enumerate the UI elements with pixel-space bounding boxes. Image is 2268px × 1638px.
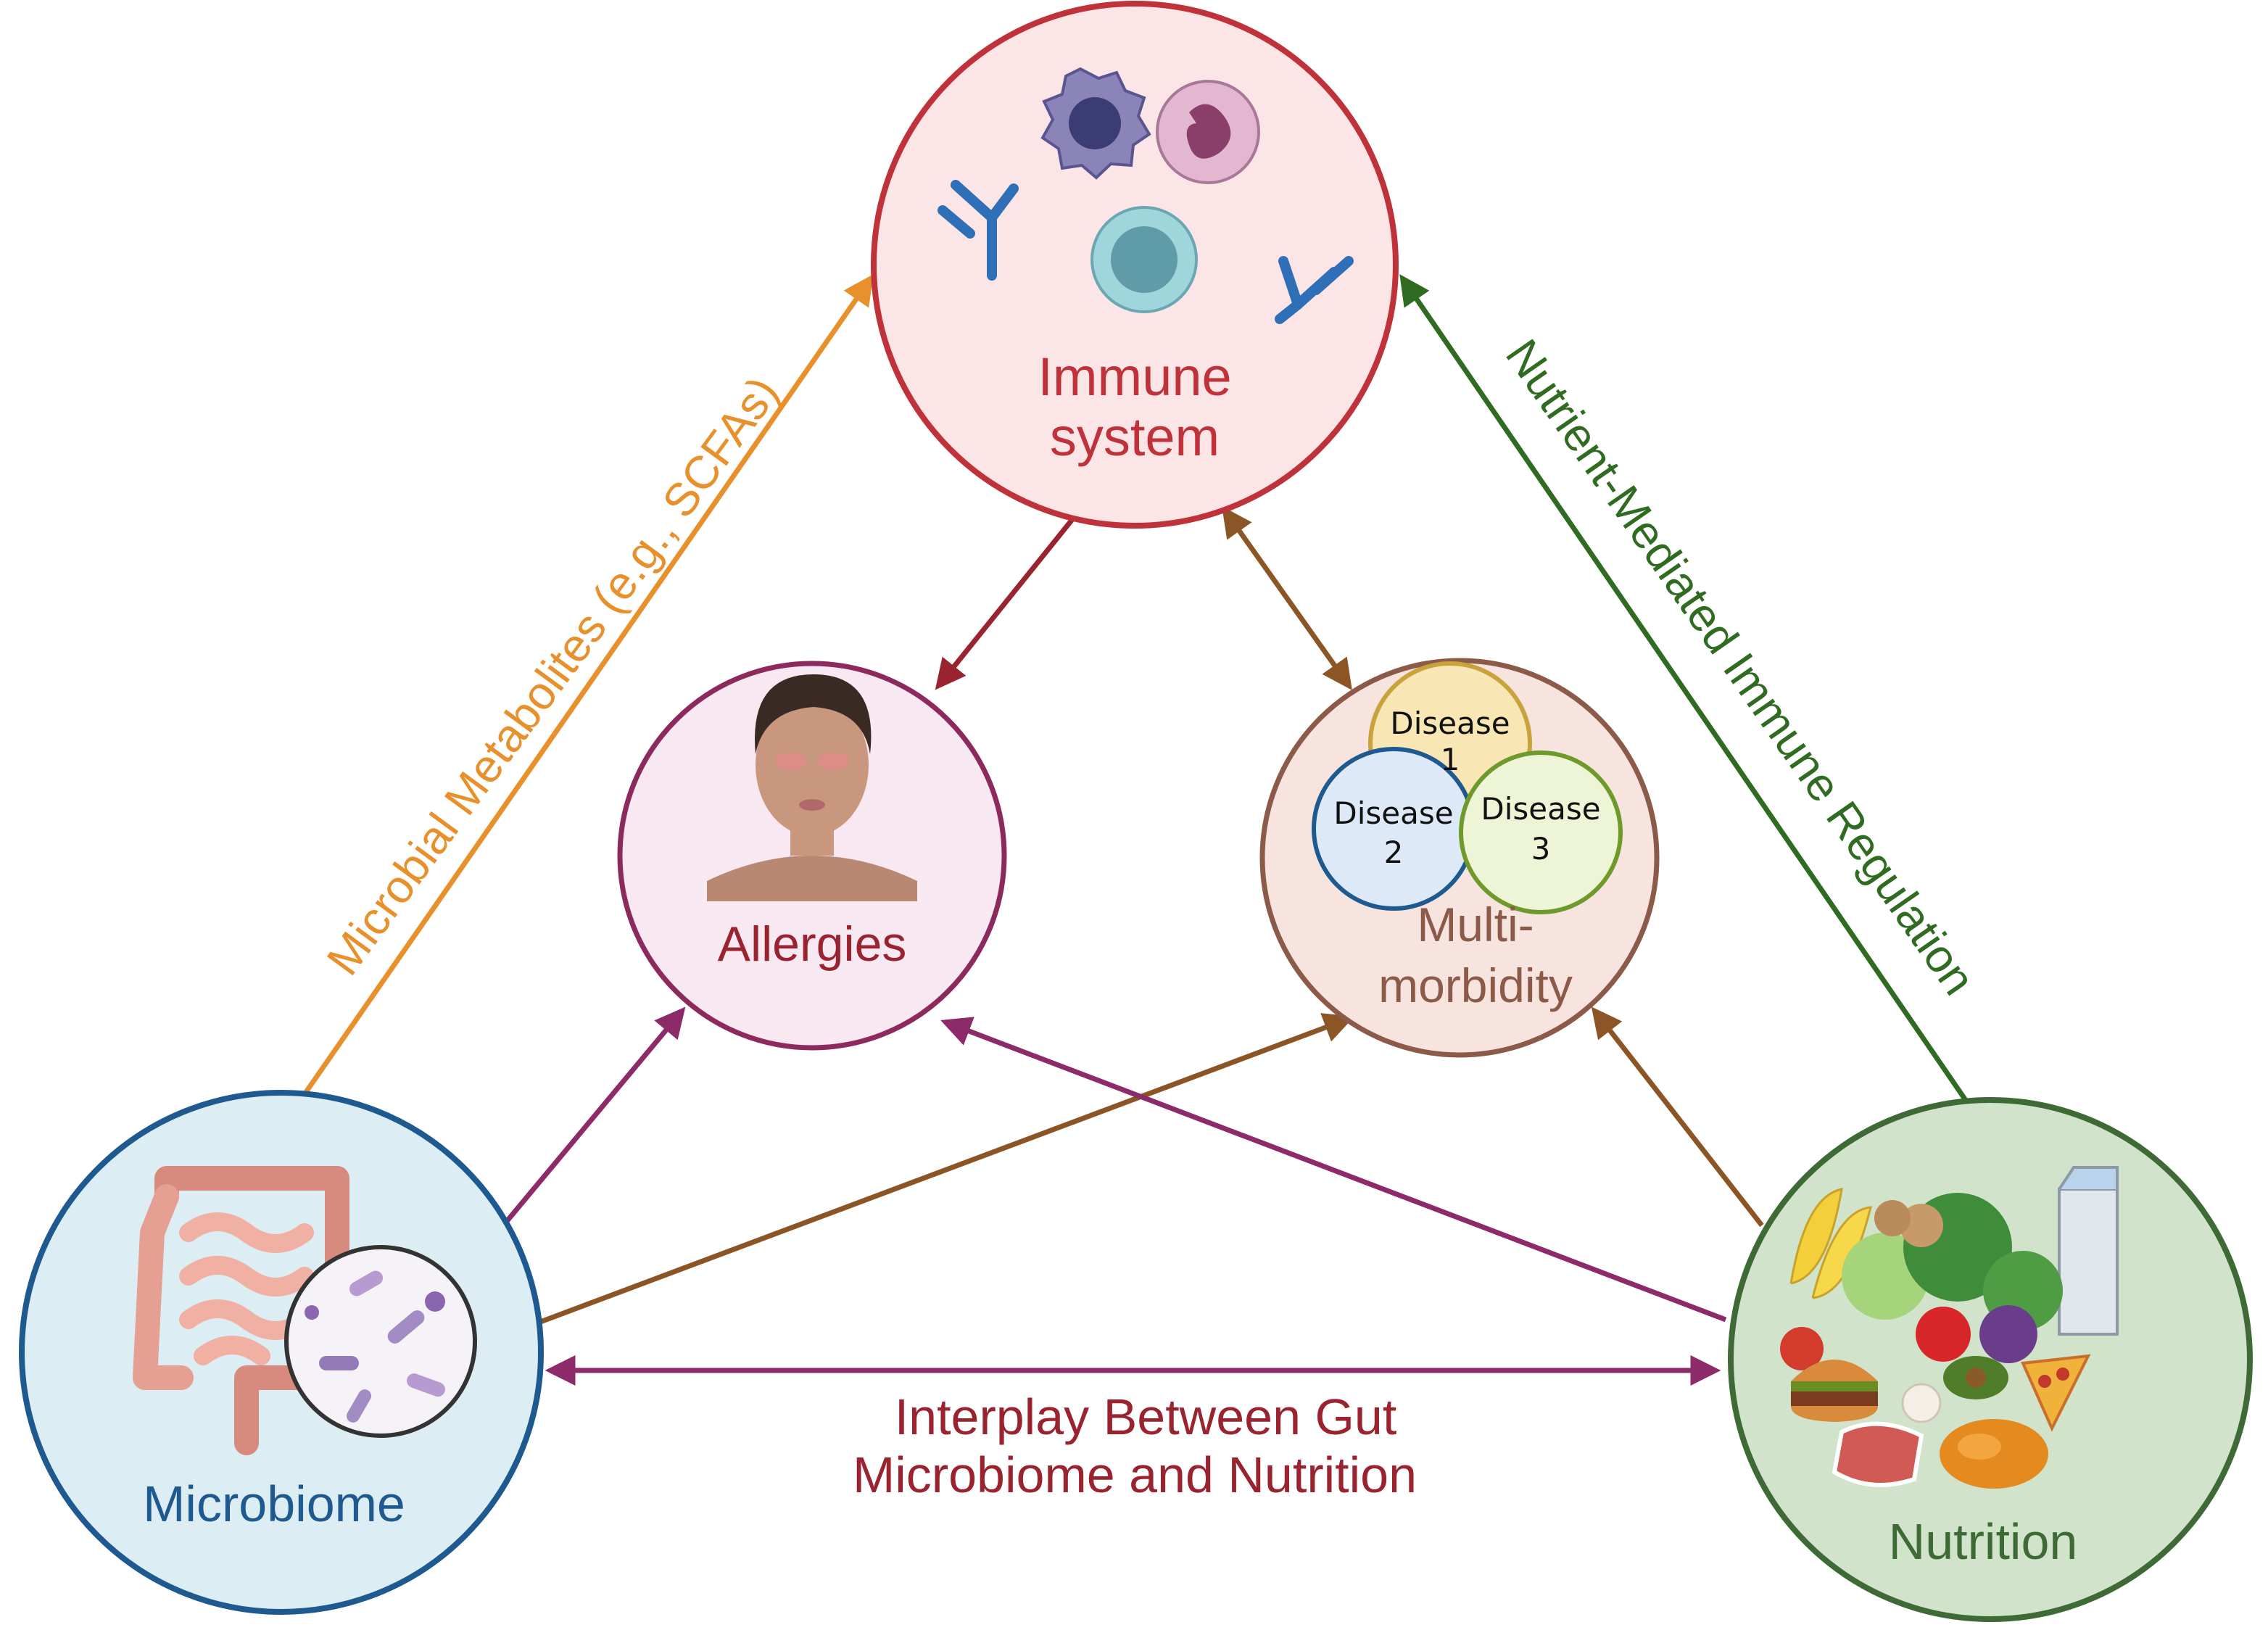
food-icon xyxy=(1780,1166,2119,1489)
disease-2-label-line1: Disease xyxy=(1333,795,1453,831)
microbiome-label: Microbiome xyxy=(143,1476,405,1532)
arrow-microbiome-multimorbidity xyxy=(535,1013,1354,1326)
arrow-microbiome-allergies xyxy=(498,1006,686,1231)
multimorbidity-label-line1: Multi- xyxy=(1417,898,1534,951)
antibody-icon xyxy=(938,180,1019,281)
disease-3-label-line2: 3 xyxy=(1531,831,1551,866)
allergies-label: Allergies xyxy=(718,917,907,972)
disease-1-label-line2: 1 xyxy=(1441,742,1460,777)
multimorbidity-label-line2: morbidity xyxy=(1378,959,1573,1012)
arrow-immune-allergies xyxy=(935,516,1075,690)
disease-1-label-line1: Disease xyxy=(1390,706,1510,741)
nutrition-label: Nutrition xyxy=(1889,1513,2078,1570)
intestine-icon xyxy=(133,1166,349,1455)
neutrophil-icon xyxy=(1156,80,1260,184)
person-allergy-icon xyxy=(707,674,917,901)
disease-3-label-line1: Disease xyxy=(1481,791,1600,827)
immune-label-line1: Immune xyxy=(1038,347,1231,407)
arrow-microbiome-immune xyxy=(283,274,874,1125)
lymphocyte-icon xyxy=(1090,206,1198,313)
disease-venn: Disease 1 Disease 2 Disease 3 xyxy=(1312,661,1623,914)
arrow-nutrition-allergies xyxy=(940,1017,1727,1323)
label-interplay-line1: Interplay Between Gut xyxy=(895,1389,1397,1445)
node-allergies: Allergies xyxy=(617,661,1007,1051)
disease-2-label-line2: 2 xyxy=(1384,835,1404,870)
dendritic-cell-icon xyxy=(1040,67,1151,180)
node-microbiome: Microbiome xyxy=(19,1090,544,1615)
arrow-nutrition-immune xyxy=(1399,274,1982,1122)
label-interplay-line2: Microbiome and Nutrition xyxy=(853,1447,1417,1503)
arrow-nutrition-multimorbidity xyxy=(1591,1006,1764,1228)
node-nutrition: Nutrition xyxy=(1728,1097,2253,1622)
node-multimorbidity: Disease 1 Disease 2 Disease 3 Multi- mor… xyxy=(1259,658,1660,1058)
node-immune-system: Immune system xyxy=(871,1,1399,529)
edges xyxy=(283,274,1982,1386)
immune-label-line2: system xyxy=(1050,407,1220,467)
arrow-immune-multimorbidity xyxy=(1222,506,1352,690)
antibody-icon-right xyxy=(1275,256,1354,324)
disease-3-circle xyxy=(1459,750,1623,914)
bacteria-magnifier-icon xyxy=(284,1245,477,1438)
